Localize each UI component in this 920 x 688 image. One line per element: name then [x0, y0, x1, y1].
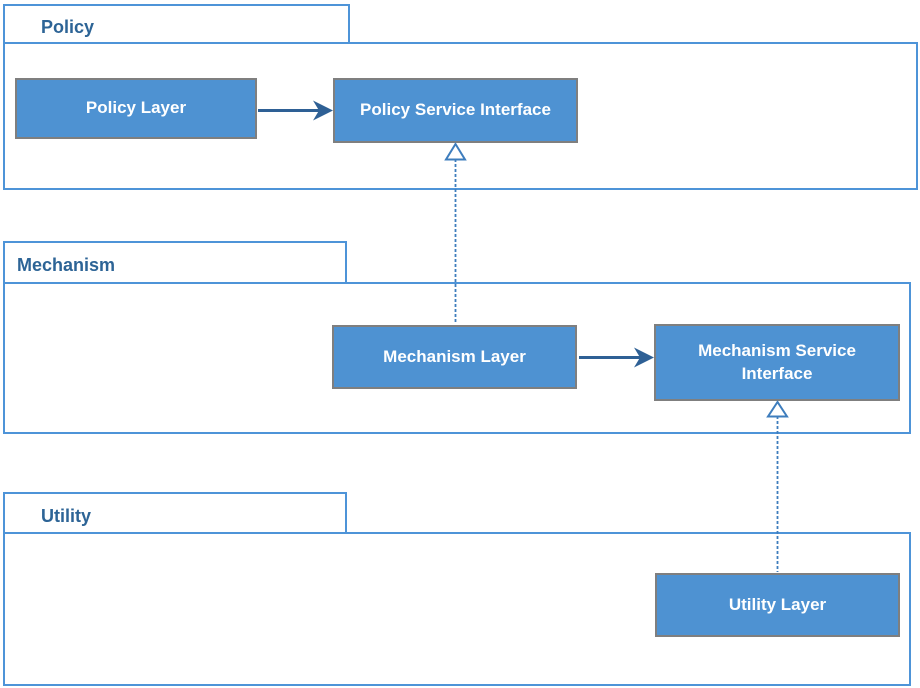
package-body-mechanism[interactable] — [3, 282, 911, 434]
node-policy-layer[interactable]: Policy Layer — [15, 78, 257, 139]
node-utility-layer-label: Utility Layer — [728, 594, 827, 614]
package-label-policy: Policy — [41, 16, 95, 37]
node-mechanism-layer-label: Mechanism Layer — [383, 346, 526, 366]
package-body-utility[interactable] — [3, 532, 911, 686]
package-label-mechanism: Mechanism — [17, 255, 116, 275]
node-mechanism-service-interface-label: Mechanism Service Interface — [698, 341, 856, 383]
package-tab-mechanism[interactable]: Mechanism — [3, 241, 347, 282]
package-tab-policy[interactable]: Policy — [3, 4, 350, 42]
node-policy-layer-label: Policy Layer — [85, 98, 187, 118]
node-mechanism-layer[interactable]: Mechanism Layer — [332, 325, 577, 389]
package-tab-utility[interactable]: Utility — [3, 492, 347, 532]
package-label-utility: Utility — [41, 505, 92, 526]
node-policy-service-interface[interactable]: Policy Service Interface — [333, 78, 578, 143]
node-policy-service-interface-label: Policy Service Interface — [360, 100, 551, 120]
node-utility-layer[interactable]: Utility Layer — [655, 573, 900, 637]
node-mechanism-service-interface[interactable]: Mechanism Service Interface — [654, 324, 900, 401]
package-body-policy[interactable] — [3, 42, 918, 190]
